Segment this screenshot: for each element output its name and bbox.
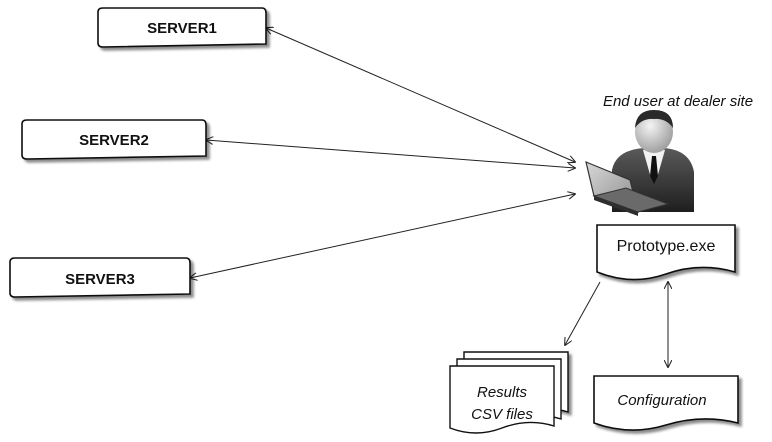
server3-node: SERVER3 (9, 257, 191, 298)
configuration-label: Configuration (617, 392, 706, 409)
arrow-program-results (565, 281, 601, 345)
server1-label: SERVER1 (147, 20, 217, 37)
arrow-server2-user (206, 140, 575, 168)
csv-files-label: CSV files (471, 406, 533, 423)
results-csv-files-node: Results CSV files (449, 351, 569, 434)
user-at-laptop-icon (585, 110, 694, 216)
server2-label: SERVER2 (79, 132, 149, 149)
server1-node: SERVER1 (97, 7, 267, 48)
end-user-caption: End user at dealer site (603, 93, 753, 110)
connection-arrows (190, 28, 668, 367)
prototype-exe-label: Prototype.exe (617, 238, 716, 255)
server2-node: SERVER2 (21, 119, 207, 160)
configuration-node: Configuration (593, 375, 739, 431)
prototype-exe-node: Prototype.exe (596, 224, 736, 281)
arrow-server3-user (190, 194, 575, 278)
results-label: Results (477, 384, 528, 401)
arrow-server1-user (266, 28, 575, 162)
server3-label: SERVER3 (65, 271, 135, 288)
